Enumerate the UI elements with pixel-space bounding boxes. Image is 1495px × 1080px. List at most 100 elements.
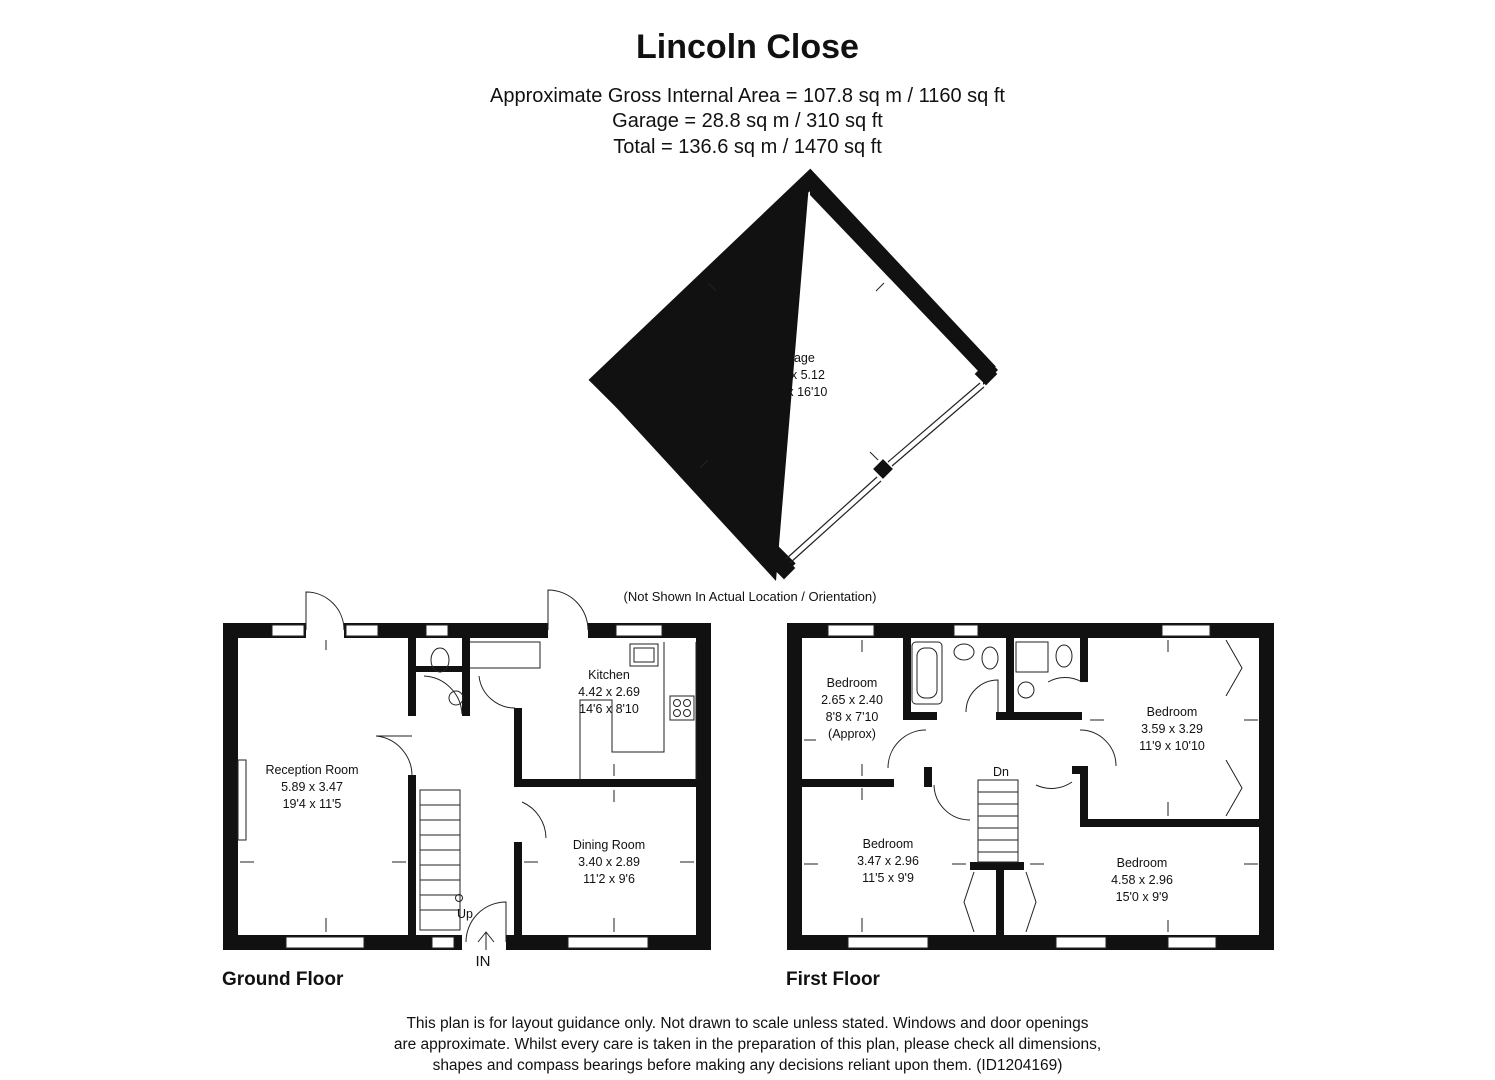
gf-window	[345, 624, 379, 637]
ff-door-swing	[1079, 729, 1117, 767]
ff-wall-top	[787, 623, 1274, 638]
dining-room-imperial: 11'2 x 9'6	[583, 872, 635, 886]
garage-door-post-left	[772, 556, 796, 580]
ff-toilet	[981, 646, 999, 670]
ff-wardrobe	[963, 871, 975, 933]
kitchen-imperial: 14'6 x 8'10	[579, 702, 639, 716]
ff-wall-internal	[1072, 766, 1088, 774]
ff-bedroom-4-name: Bedroom	[1117, 856, 1168, 870]
ground-floor-label: Ground Floor	[222, 969, 344, 990]
ff-bedroom-2-imperial: 11'9 x 10'10	[1139, 739, 1205, 753]
garage-door-post-right	[974, 362, 998, 386]
ff-window	[827, 624, 875, 637]
ff-wardrobe	[1225, 639, 1243, 697]
kitchen-name: Kitchen	[588, 668, 630, 682]
ff-wall-internal	[1006, 638, 1014, 718]
garage-door-panel-left	[785, 476, 878, 560]
garage-dim-arrow	[699, 459, 709, 469]
ff-stairs-label: Dn	[993, 765, 1009, 779]
ff-bedroom-2-metric: 3.59 x 3.29	[1141, 722, 1203, 736]
reception-room-name: Reception Room	[265, 763, 358, 777]
entrance-arrow-icon	[477, 931, 495, 950]
ff-window	[1055, 936, 1107, 949]
garage-plan: Garage 5.66 x 5.12 18'7 x 16'10	[588, 168, 998, 581]
gf-window	[271, 624, 305, 637]
ff-wardrobe	[1225, 759, 1243, 817]
ff-bedroom-4-imperial: 15'0 x 9'9	[1116, 890, 1169, 904]
garage-dim-arrow	[707, 282, 717, 292]
dining-room-name: Dining Room	[573, 838, 645, 852]
gf-door-swing	[423, 675, 463, 715]
ff-bedroom-1-approx: (Approx)	[828, 727, 876, 741]
gf-wall-internal	[408, 638, 416, 716]
garage-door-panel-left-inner	[789, 480, 882, 564]
ff-bedroom-3-imperial: 11'5 x 9'9	[862, 871, 914, 885]
ff-window	[1167, 936, 1217, 949]
ff-shower	[1015, 641, 1049, 673]
garage-dim-arrow	[875, 282, 885, 292]
gf-door-opening	[548, 622, 588, 639]
gf-wall-internal	[514, 708, 522, 782]
reception-fireplace	[237, 759, 247, 841]
ff-window	[953, 624, 979, 637]
gross-internal-area: Approximate Gross Internal Area = 107.8 …	[490, 85, 1005, 107]
ff-wall-internal	[996, 862, 1004, 935]
gf-wall-right	[696, 623, 711, 950]
gf-wall-top	[223, 623, 711, 638]
ff-wall-internal	[996, 712, 1082, 720]
ff-door-swing	[887, 729, 927, 769]
ff-door-swing	[965, 679, 999, 713]
ff-door-swing	[1035, 781, 1073, 789]
dining-room-metric: 3.40 x 2.89	[578, 855, 640, 869]
ff-wall-left	[787, 623, 802, 950]
gf-window	[431, 936, 455, 949]
ff-wall-internal	[903, 638, 911, 718]
garage-door-panel-right	[887, 382, 981, 463]
ff-bedroom-1-imperial: 8'8 x 7'10	[826, 710, 879, 724]
ff-bedroom-4-metric: 4.58 x 2.96	[1111, 873, 1173, 887]
ff-wall-right	[1259, 623, 1274, 950]
gf-door-swing	[305, 591, 345, 631]
ff-wardrobe	[1025, 871, 1037, 933]
ff-wall-internal	[924, 767, 932, 787]
gf-staircase	[419, 789, 463, 931]
ff-staircase	[977, 779, 1019, 863]
gf-window	[285, 936, 365, 949]
gf-door-opening	[306, 622, 344, 639]
gf-wall-left	[223, 623, 238, 950]
gf-wall-kitchen-dining	[514, 779, 696, 787]
garage-orientation-note: (Not Shown In Actual Location / Orientat…	[623, 589, 877, 604]
ff-bedroom-3-name: Bedroom	[863, 837, 914, 851]
first-floor-label: First Floor	[786, 969, 880, 990]
gf-door-swing	[375, 735, 413, 777]
total-area: Total = 136.6 sq m / 1470 sq ft	[613, 136, 882, 158]
gf-front-door-opening	[462, 930, 506, 952]
ff-window	[1161, 624, 1211, 637]
garage-door-post-middle	[873, 459, 893, 479]
gf-toilet	[430, 647, 450, 673]
reception-room-imperial: 19'4 x 11'5	[283, 797, 342, 811]
ff-bedroom-2-name: Bedroom	[1147, 705, 1198, 719]
ff-window	[847, 936, 929, 949]
ff-door-swing	[933, 784, 971, 821]
garage-dim-arrow	[869, 451, 879, 461]
ff-ensuite-toilet	[1055, 644, 1073, 668]
gf-wall-internal	[408, 775, 416, 935]
kitchen-metric: 4.42 x 2.69	[578, 685, 640, 699]
ff-wall-internal	[1080, 819, 1259, 827]
ff-wall-internal	[903, 712, 937, 720]
ff-basin	[953, 643, 975, 661]
disclaimer-line-3: shapes and compass bearings before makin…	[432, 1057, 1063, 1074]
entrance-label: IN	[476, 953, 491, 970]
gf-window	[425, 624, 449, 637]
ff-ensuite-basin	[1017, 681, 1035, 699]
garage-name: Garage	[773, 351, 815, 365]
disclaimer-line-1: This plan is for layout guidance only. N…	[406, 1015, 1089, 1032]
ff-door-swing	[1047, 676, 1083, 683]
gf-wall-internal	[514, 842, 522, 935]
garage-wall-outline	[588, 168, 996, 575]
gf-basin	[448, 690, 464, 706]
garage-door-panel-right-inner	[891, 386, 985, 467]
garage-metric: 5.66 x 5.12	[763, 368, 825, 382]
